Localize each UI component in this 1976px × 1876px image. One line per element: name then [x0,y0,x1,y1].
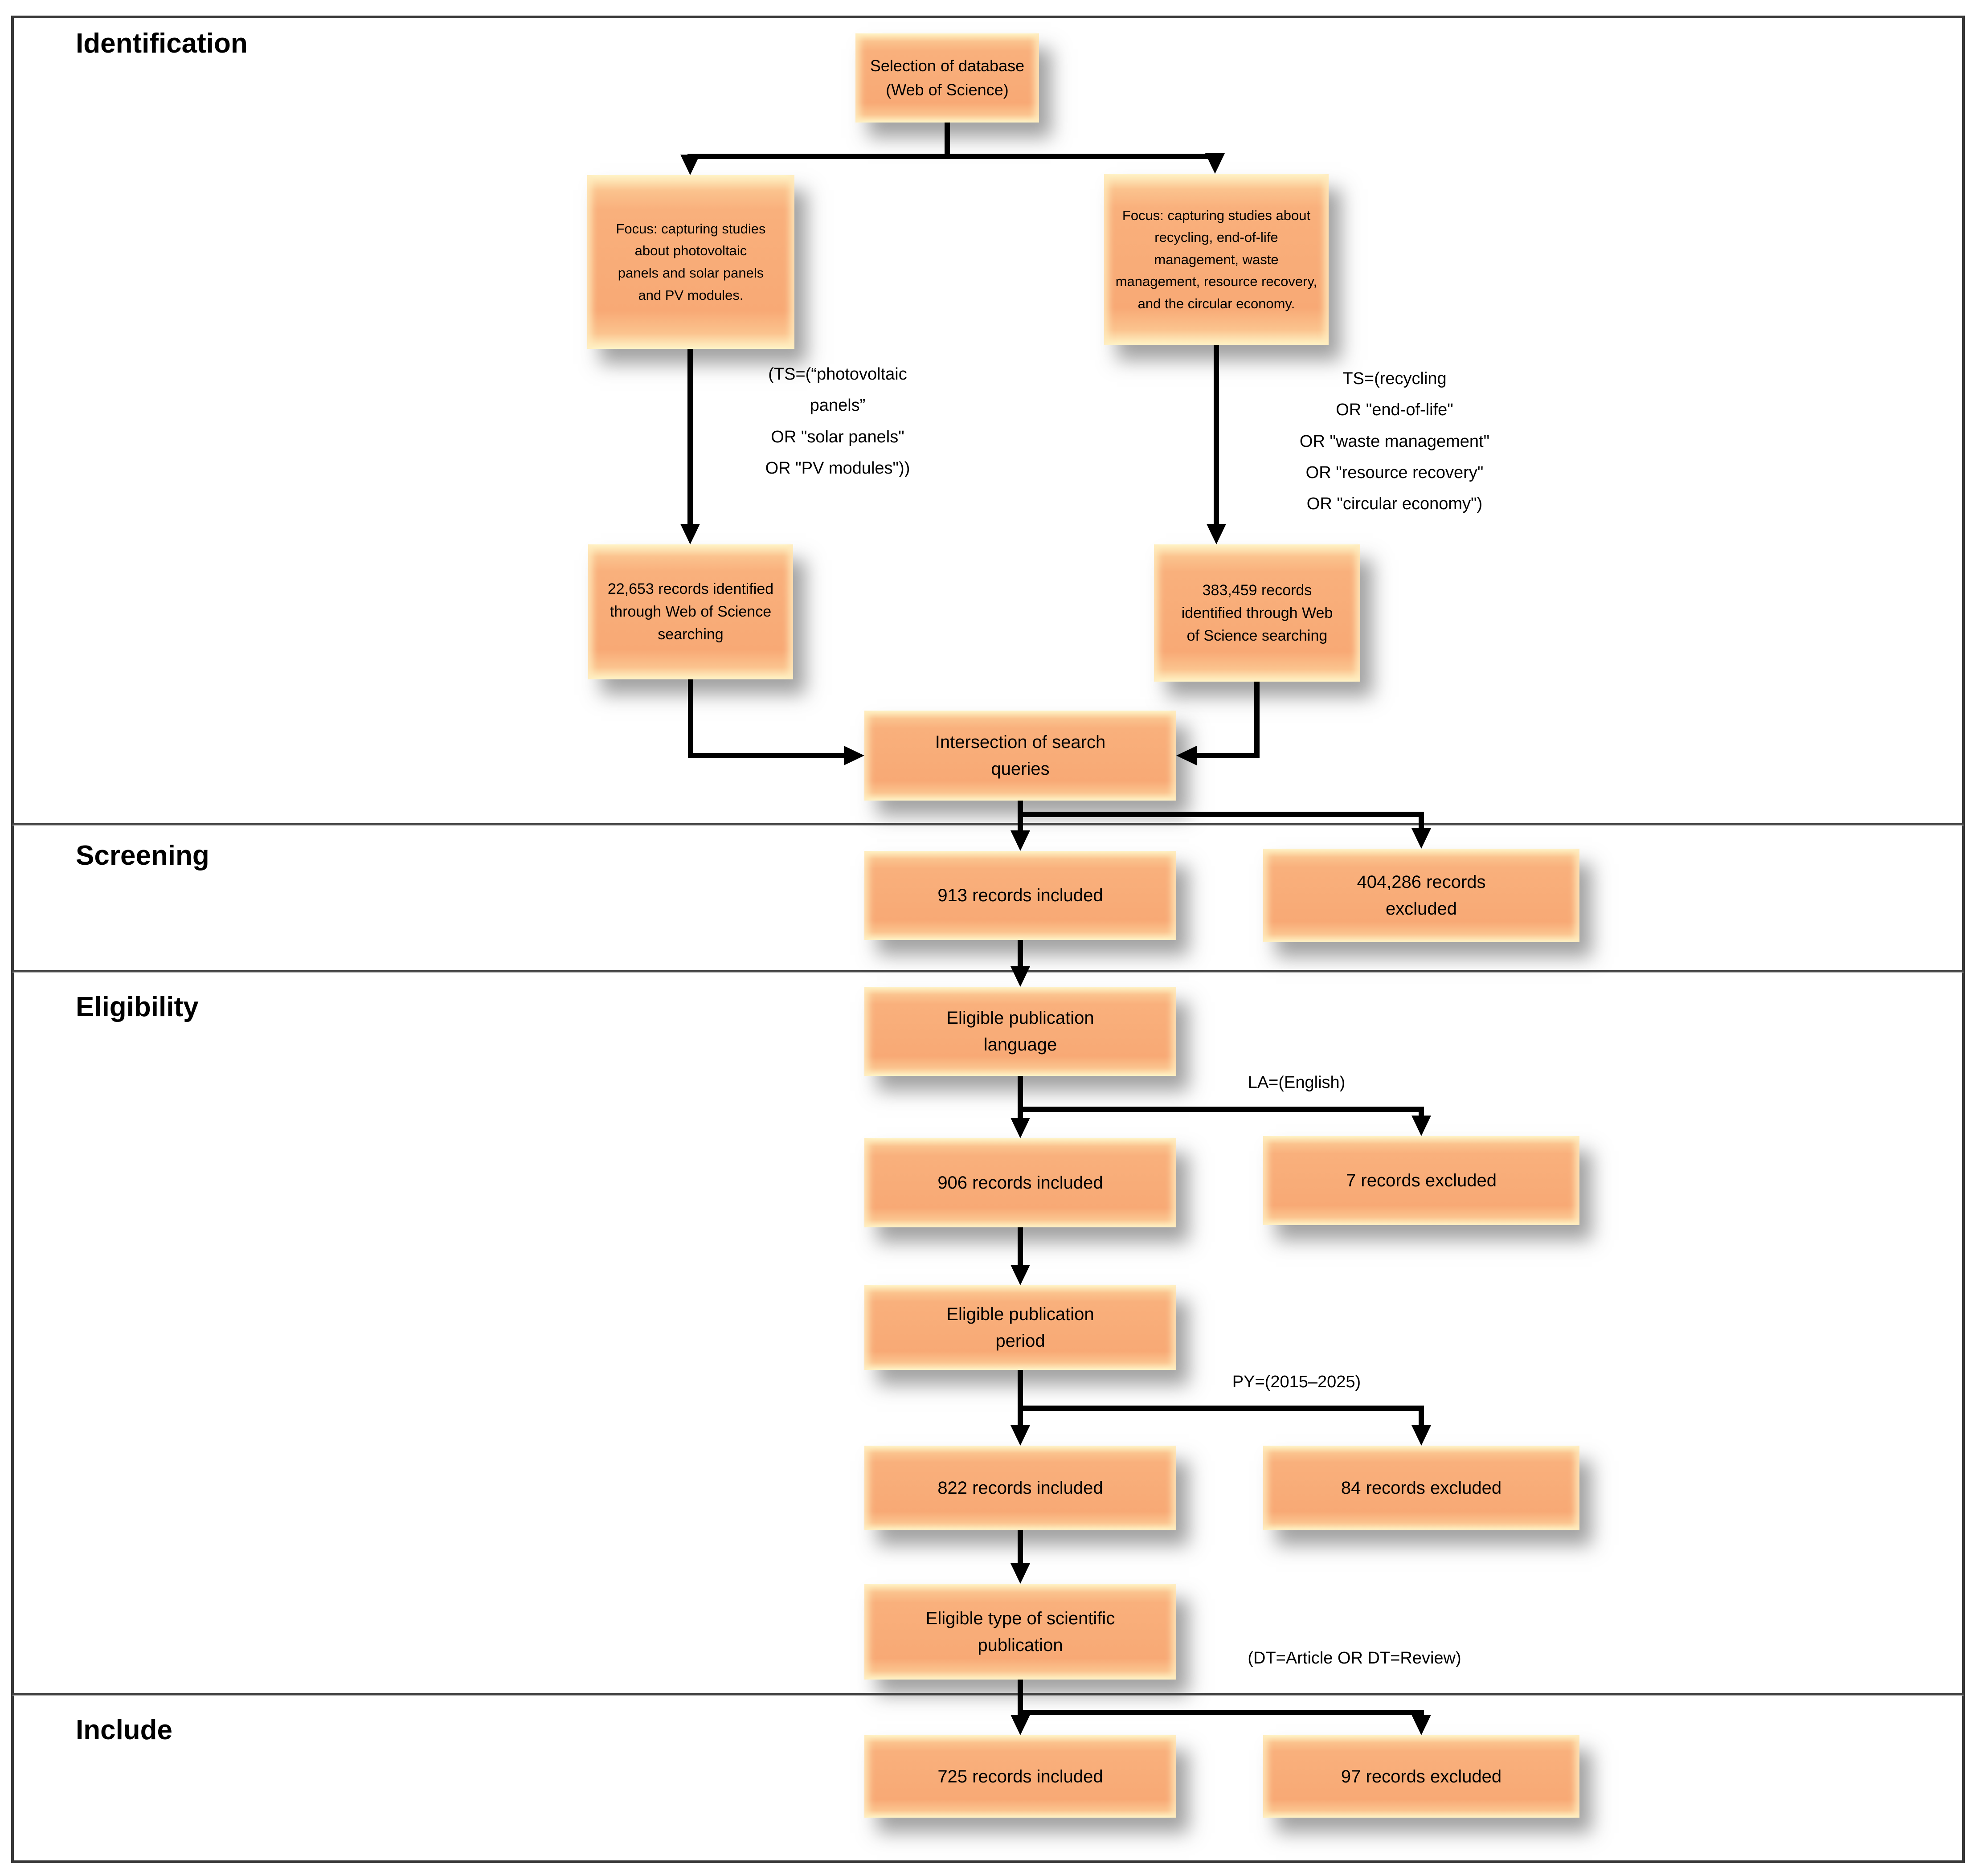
arrow-screening-excluded-stem [1419,812,1424,828]
arrow-language-branch [1018,1107,1424,1112]
arrowhead-to-type-excluded [1411,1715,1431,1735]
arrow-type-excluded-stem [1419,1710,1424,1715]
section-divider-screening-eligibility [12,970,1964,973]
box-intersection-text: Intersection of search queries [935,732,1106,779]
box-records-pv-text: 22,653 records identified through Web of… [607,580,774,643]
arrowhead-to-language-included [1011,1118,1030,1138]
box-language-excluded: 7 records excluded [1263,1136,1579,1225]
section-divider-eligibility-include [12,1693,1964,1696]
annotation-period-filter: PY=(2015–2025) [1232,1373,1361,1391]
box-type-included-text: 725 records included [937,1766,1103,1786]
annotation-query-recycling: TS=(recycling OR "end-of-life" OR "waste… [1299,369,1490,514]
arrowhead-to-period-excluded [1411,1425,1431,1446]
section-divider-identification-screening [12,823,1964,826]
box-eligible-language: Eligible publication language [864,987,1176,1076]
box-focus-pv-text: Focus: capturing studies about photovolt… [616,221,766,303]
box-period-included-text: 822 records included [937,1478,1103,1498]
arrowhead-to-eligible-language [1011,966,1030,987]
annotation-language-filter: LA=(English) [1248,1073,1346,1092]
box-eligible-period: Eligible publication period [864,1285,1176,1370]
arrow-focus-recycling-stem [1214,345,1219,524]
box-selection-database: Selection of database (Web of Science) [855,33,1039,123]
box-records-recycling: 383,459 records identified through Web o… [1154,544,1360,682]
arrow-906-stem [1018,1227,1023,1265]
box-type-excluded: 97 records excluded [1263,1735,1579,1818]
arrow-records-recycling-elbow [1197,753,1260,758]
box-focus-pv: Focus: capturing studies about photovolt… [587,175,794,349]
section-label-include: Include [76,1715,173,1745]
outer-frame [11,16,1965,1863]
box-eligible-period-text: Eligible publication period [946,1304,1094,1351]
arrowhead-to-focus-pv [680,155,700,175]
box-selection-database-text: Selection of database (Web of Science) [870,57,1025,99]
box-screening-included: 913 records included [864,851,1176,940]
box-screening-excluded-text: 404,286 records excluded [1357,872,1486,919]
box-focus-recycling-text: Focus: capturing studies about recycling… [1115,207,1317,311]
arrowhead-to-records-recycling [1207,524,1226,544]
box-language-included: 906 records included [864,1138,1176,1227]
section-label-identification: Identification [76,28,248,59]
box-eligible-type: Eligible type of scientific publication [864,1584,1176,1680]
arrow-selection-split [687,154,1218,159]
arrowhead-to-type-included [1011,1715,1030,1735]
box-period-excluded-text: 84 records excluded [1341,1478,1502,1498]
arrow-records-recycling-down [1254,682,1260,758]
box-period-included: 822 records included [864,1446,1176,1530]
box-intersection: Intersection of search queries [864,711,1176,801]
arrowhead-to-focus-recycling [1205,153,1225,174]
arrowhead-into-intersection-left [844,746,864,765]
arrow-records-pv-elbow [688,753,845,758]
arrowhead-to-records-pv [680,524,700,544]
arrow-selection-stem [945,123,950,156]
arrow-screening-branch [1018,812,1424,817]
box-language-excluded-text: 7 records excluded [1346,1171,1497,1190]
arrow-records-pv-down [688,679,693,758]
arrow-type-branch [1018,1710,1424,1715]
box-focus-recycling: Focus: capturing studies about recycling… [1104,174,1329,345]
arrow-period-excluded-stem [1419,1406,1424,1425]
box-eligible-type-text: Eligible type of scientific publication [925,1608,1115,1655]
arrowhead-to-eligible-period [1011,1265,1030,1285]
annotation-query-pv: (TS=(“photovoltaic panels” OR "solar pan… [765,365,910,478]
box-language-included-text: 906 records included [937,1173,1103,1193]
arrowhead-to-screening-included [1011,830,1030,851]
box-records-pv: 22,653 records identified through Web of… [588,544,793,679]
arrow-period-stem [1018,1370,1023,1425]
box-records-recycling-text: 383,459 records identified through Web o… [1181,581,1333,644]
arrow-913-stem [1018,940,1023,966]
section-label-eligibility: Eligibility [76,992,199,1022]
arrow-focus-pv-stem [687,349,693,524]
arrowhead-into-intersection-right [1176,746,1197,765]
arrowhead-to-eligible-type [1011,1563,1030,1584]
arrow-822-stem [1018,1530,1023,1563]
arrowhead-to-screening-excluded [1411,828,1431,849]
arrow-type-stem [1018,1680,1023,1715]
box-eligible-language-text: Eligible publication language [946,1008,1094,1054]
section-label-screening: Screening [76,840,209,871]
arrowhead-to-language-excluded [1411,1116,1431,1136]
arrow-period-branch [1018,1406,1424,1411]
arrowhead-to-period-included [1011,1425,1030,1446]
box-type-excluded-text: 97 records excluded [1341,1766,1502,1786]
box-screening-included-text: 913 records included [937,886,1103,905]
annotation-type-filter: (DT=Article OR DT=Review) [1248,1649,1461,1668]
box-screening-excluded: 404,286 records excluded [1263,849,1579,942]
arrow-language-excluded-stem [1419,1107,1424,1116]
box-period-excluded: 84 records excluded [1263,1446,1579,1530]
box-type-included: 725 records included [864,1735,1176,1818]
